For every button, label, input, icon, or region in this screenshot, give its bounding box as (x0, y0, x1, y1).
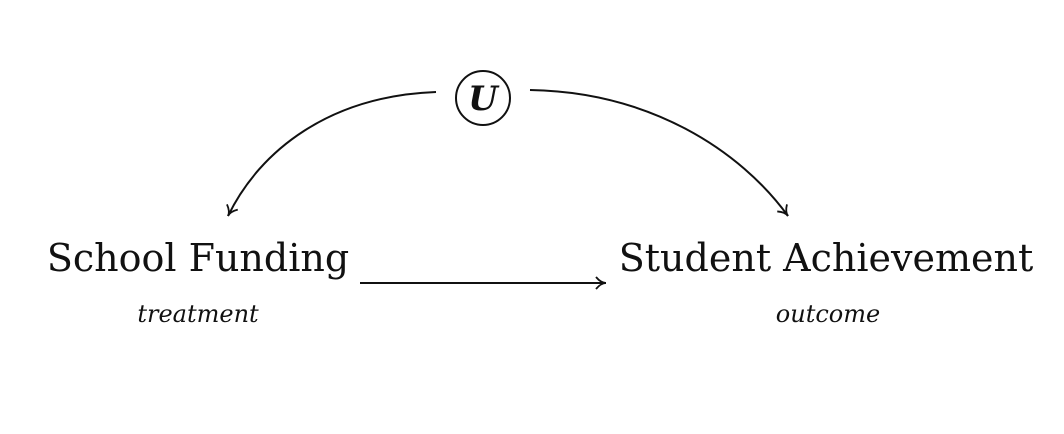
outcome-node: Student Achievement outcome (619, 236, 1033, 328)
confounder-circle (455, 70, 511, 126)
treatment-role-label: treatment (137, 300, 259, 328)
outcome-label: Student Achievement (619, 236, 1033, 280)
confounder-node: U (455, 70, 511, 126)
outcome-role-label: outcome (776, 300, 880, 328)
edge-u-to-school-funding (226, 91, 437, 217)
treatment-label: School Funding (47, 236, 349, 280)
treatment-node: School Funding treatment (47, 236, 349, 328)
confounder-label: U (468, 79, 500, 119)
edge-u-to-student-achievement (529, 89, 789, 217)
